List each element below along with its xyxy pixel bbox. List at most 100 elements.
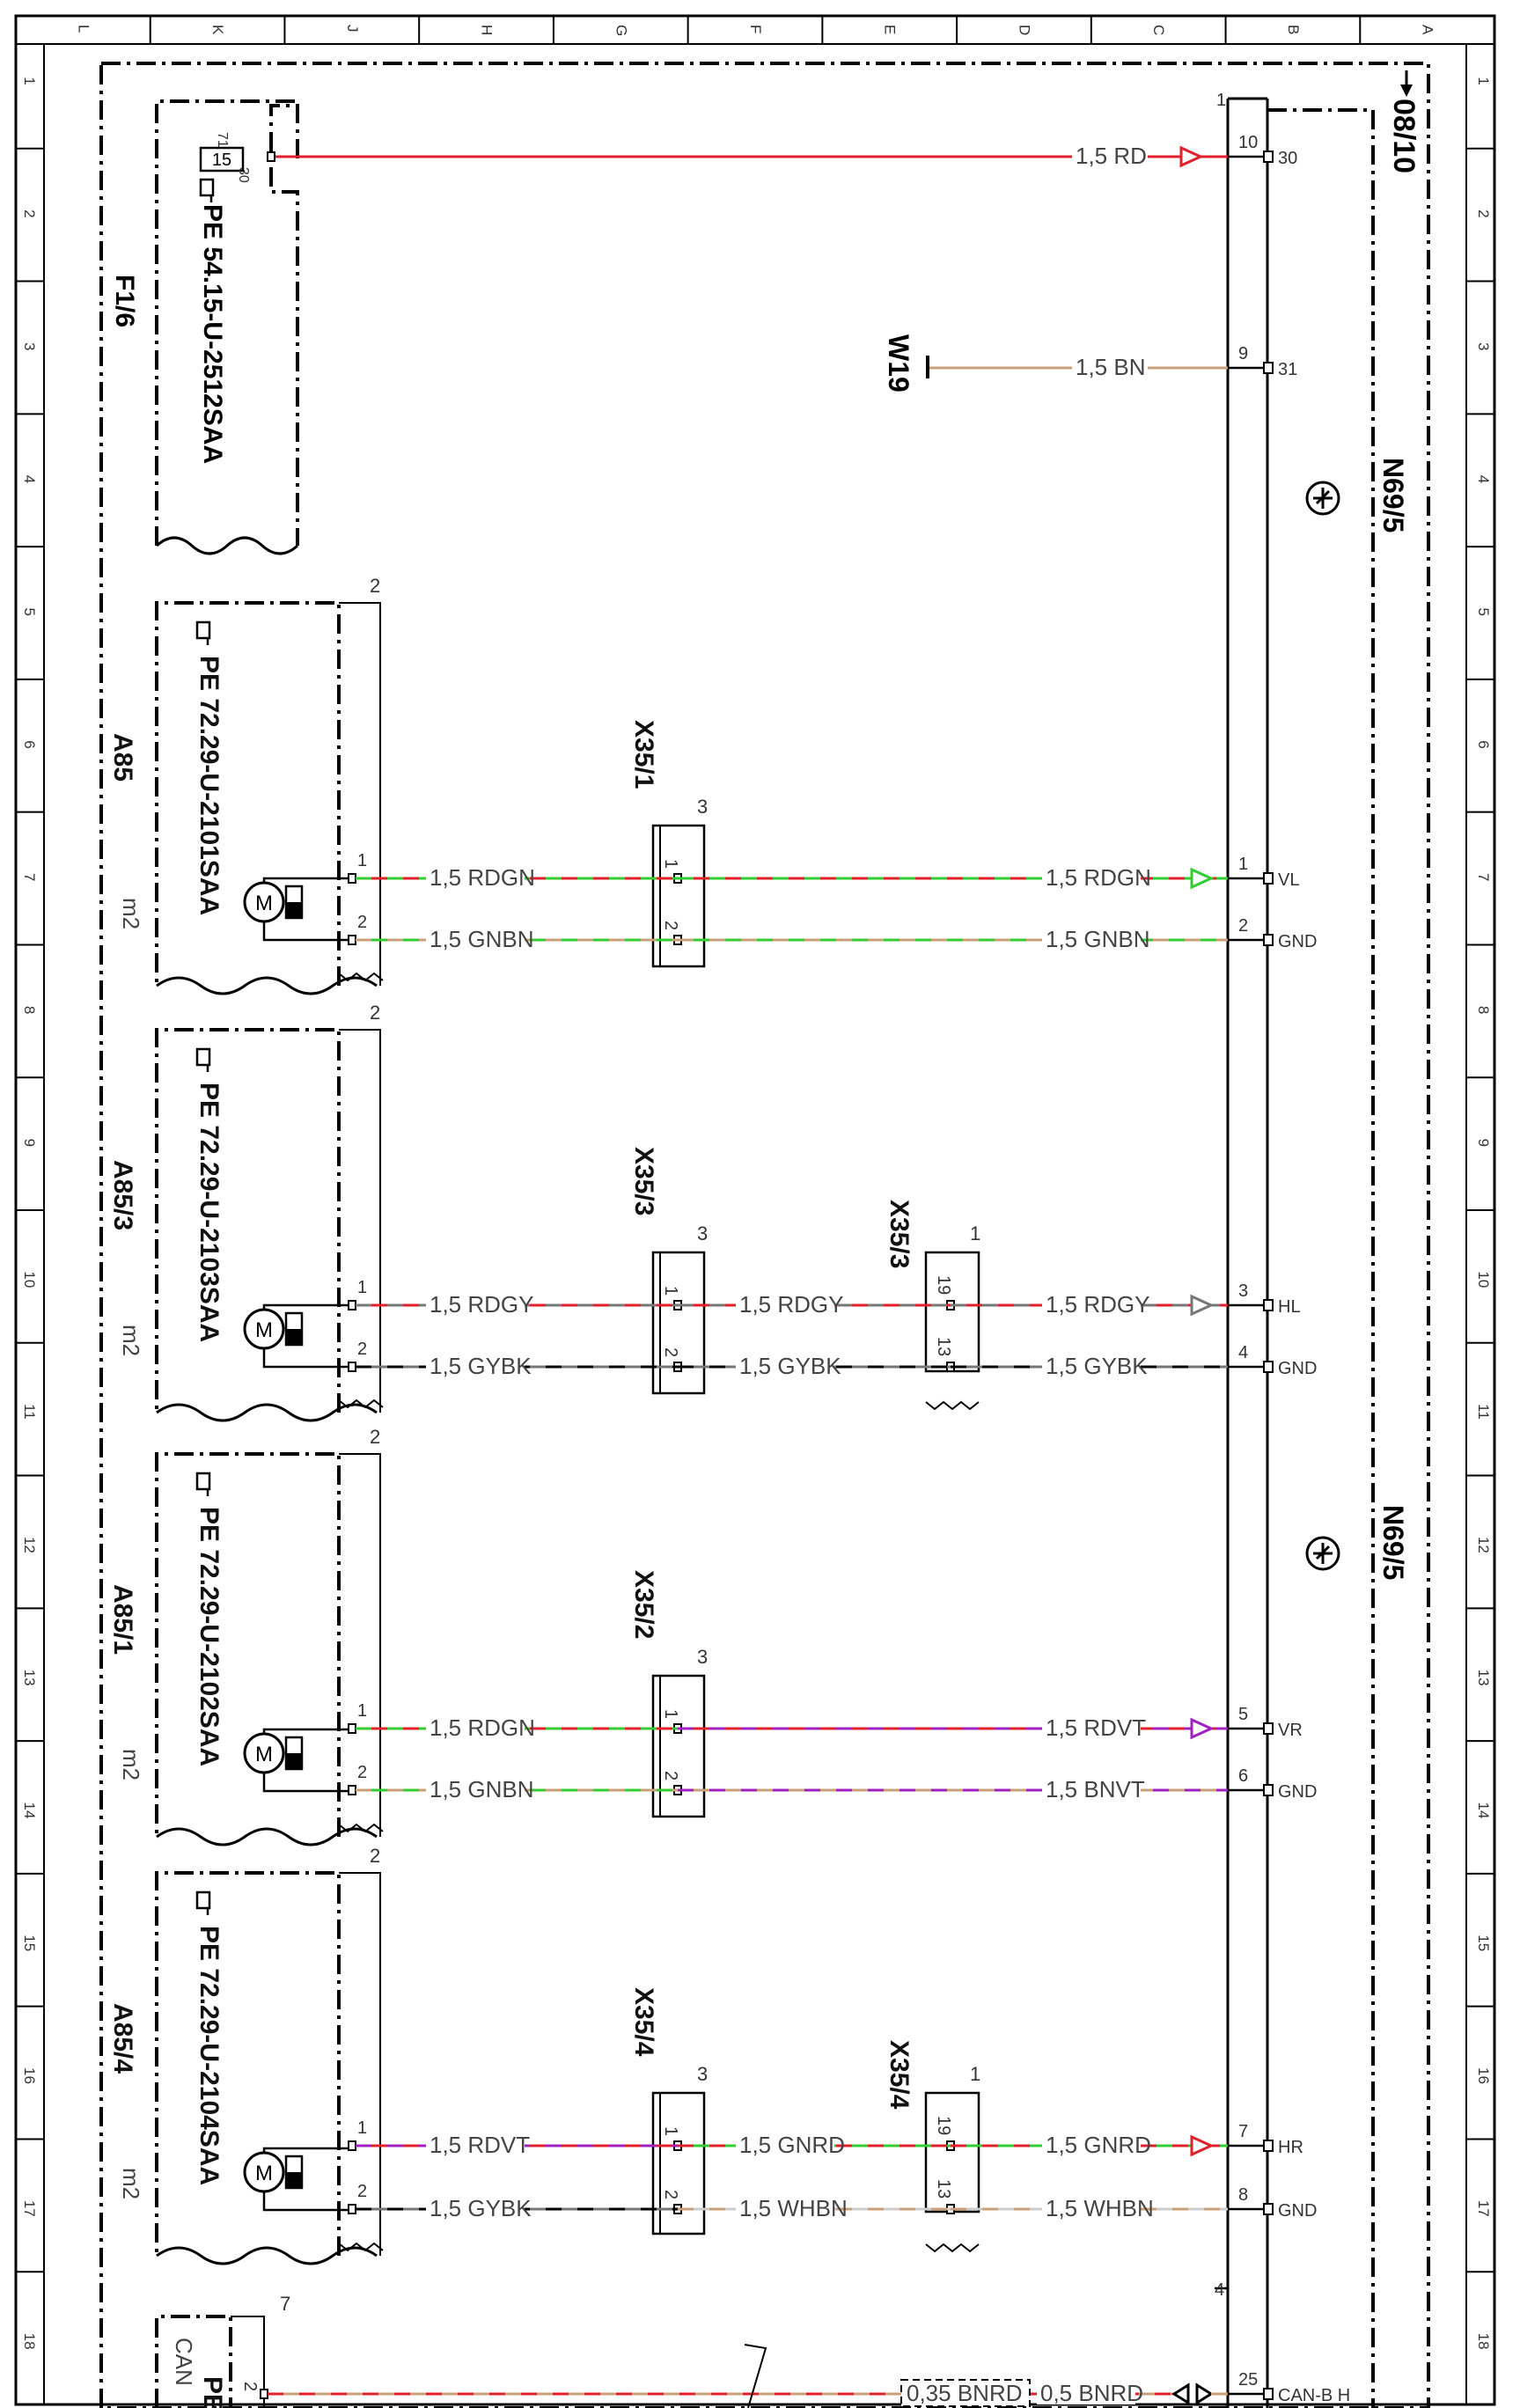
can-unit-enclosure — [155, 2315, 232, 2408]
wire-label-bg — [1037, 2382, 1135, 2404]
wire-label: 1,5 GYBK — [1046, 1353, 1148, 1379]
column-letter: B — [1285, 25, 1302, 34]
module-terminal-name: CAN-B H — [1278, 2386, 1350, 2405]
wire-label-bg — [426, 866, 525, 889]
row-number: 8 — [21, 1006, 38, 1014]
row-number: 18 — [1475, 2333, 1492, 2350]
module-terminal — [1263, 934, 1274, 946]
wire-label-bg — [426, 1354, 525, 1377]
position-sensor-fill — [286, 2172, 302, 2188]
module-pin-number: 25 — [1238, 2370, 1258, 2390]
hand-pointer-icon — [195, 620, 211, 645]
unit-sub-label: m2 — [118, 2168, 144, 2199]
fuse-box-f1-6: 15 71 30 F1/6 PE 54.15-U-2512SAA — [110, 99, 299, 555]
wire-label: 1,5 RDGY — [1046, 1291, 1150, 1318]
arrow-icon — [1190, 1717, 1215, 1740]
wire-label: 1,5 RDGN — [430, 1714, 535, 1741]
module-terminal — [1263, 2203, 1274, 2215]
hand-pointer-icon — [195, 1890, 211, 1915]
connector-id: X35/3 — [885, 1200, 914, 1268]
row-number: 9 — [21, 1139, 38, 1147]
unit-break-line — [156, 976, 378, 995]
unit-pin-number: 1 — [357, 1278, 367, 1297]
unit-id: A85 — [108, 733, 137, 782]
arrow-icon — [1190, 1294, 1215, 1317]
row-number: 2 — [21, 209, 38, 217]
connector-zigzag — [925, 2243, 980, 2253]
unit-pin-number: 2 — [357, 2182, 367, 2201]
motor-letter: M — [255, 2162, 273, 2185]
module-pin-number: 8 — [1238, 2185, 1248, 2205]
unit-break-line — [156, 2246, 378, 2265]
wire-label: 1,5 RDGN — [1046, 864, 1151, 891]
can-unit-corner: 7 — [280, 2293, 290, 2315]
column-letter: G — [613, 25, 629, 36]
unit-id: A85/1 — [108, 1584, 137, 1655]
unit-corner-number: 2 — [370, 575, 380, 597]
module-corner: 1 — [1216, 91, 1226, 110]
wire-label: 1,5 GNRD — [739, 2132, 845, 2158]
connector-pin-number: 13 — [934, 1337, 953, 1356]
wire-label-bg — [426, 928, 525, 951]
module-pin-number: 2 — [1238, 916, 1248, 936]
transistor-icon — [1305, 481, 1340, 516]
column-letter: E — [882, 25, 899, 34]
motor-lead — [262, 1728, 352, 1734]
wire-label: 1,5 RDVT — [1046, 1714, 1146, 1741]
column-letter: K — [209, 25, 226, 35]
connectors: 3X35/1123X35/3121X35/319133X35/2123X35/4… — [629, 720, 980, 2253]
connector-id: X35/1 — [629, 720, 658, 789]
unit-corner-number: 2 — [370, 1845, 380, 1867]
connector-zigzag — [925, 1400, 980, 1411]
wire-label-bg — [1072, 356, 1148, 378]
unit-bracket — [339, 1872, 381, 2256]
row-number: 12 — [1475, 1537, 1492, 1553]
wire-label-bg — [426, 2197, 525, 2220]
connector-pin-number: 13 — [934, 2179, 953, 2199]
module-terminal-name: GND — [1278, 932, 1317, 951]
row-number: 6 — [21, 740, 38, 748]
wire-label: 1,5 RD — [1076, 143, 1147, 169]
position-sensor-fill — [286, 1329, 302, 1345]
row-number: 16 — [21, 2067, 38, 2084]
arrow-icon — [1190, 867, 1215, 890]
connector-pin-number: 2 — [661, 921, 680, 930]
unit-break-line — [156, 1403, 378, 1422]
unit-id: A85/4 — [108, 2003, 137, 2074]
fuse-pe-ref: PE 54.15-U-2512SAA — [198, 204, 227, 464]
unit-zigzag — [338, 972, 384, 982]
row-number: 16 — [1475, 2067, 1492, 2084]
unit-pin-number: 1 — [357, 851, 367, 870]
row-number: 9 — [1475, 1139, 1492, 1147]
module-pin-number: 7 — [1238, 2122, 1248, 2141]
motor-lead — [262, 2147, 352, 2153]
connector-pin-number: 2 — [661, 1347, 680, 1357]
module-can-corner: 4 — [1215, 2280, 1224, 2300]
position-sensor-fill — [286, 902, 302, 918]
module-pin-number: 10 — [1238, 133, 1258, 152]
pin-terminal — [348, 935, 356, 945]
module-pin-number: 5 — [1238, 1705, 1248, 1724]
unit-enclosure — [155, 601, 341, 986]
row-number: 10 — [1475, 1271, 1492, 1288]
row-number: 8 — [1475, 1006, 1492, 1014]
arrow-icon — [1179, 145, 1204, 168]
row-number: 18 — [21, 2333, 38, 2350]
column-letter: C — [1150, 25, 1167, 35]
pin-terminal — [348, 1300, 356, 1310]
motor-lead — [262, 1773, 352, 1793]
module-terminal — [1263, 872, 1274, 885]
module-terminal — [1263, 1299, 1274, 1311]
